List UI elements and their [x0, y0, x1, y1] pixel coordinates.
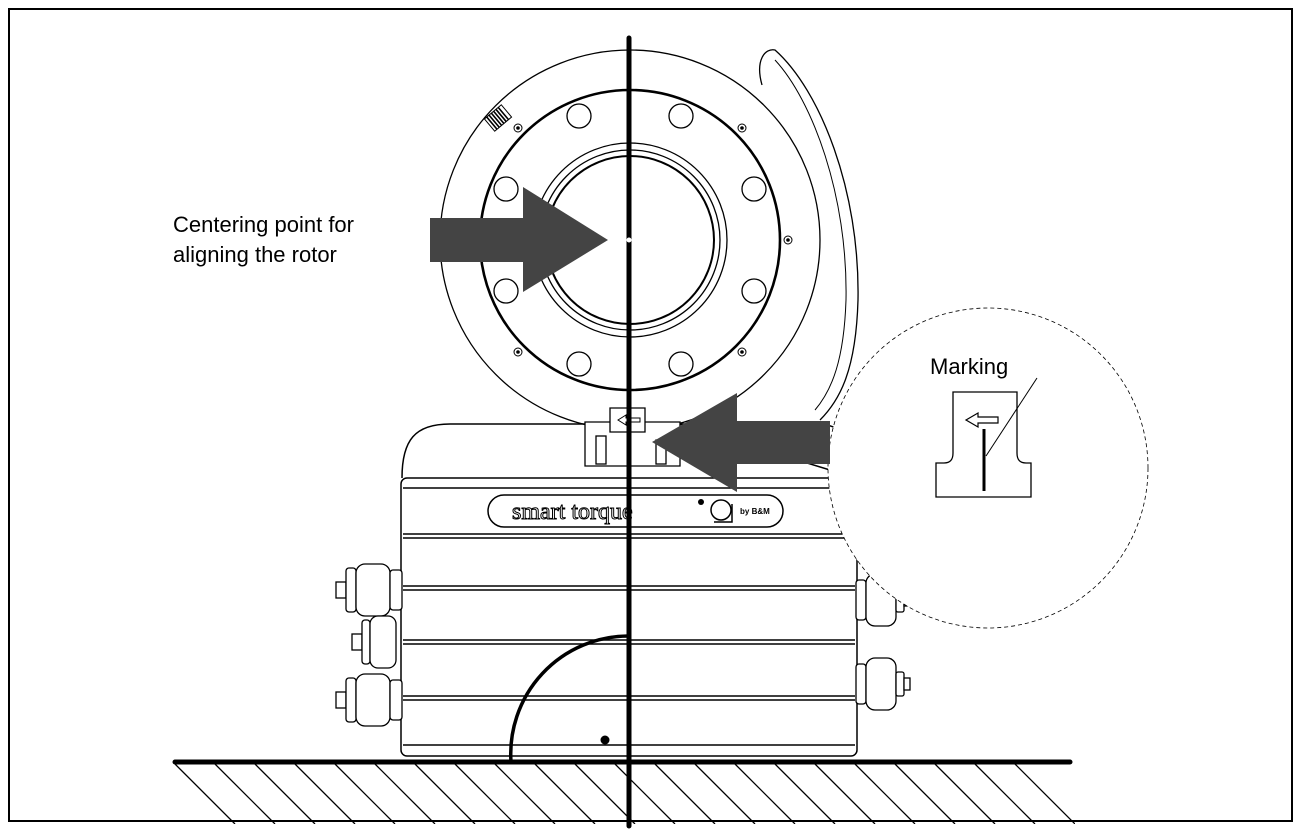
marking-label: Marking	[930, 354, 1009, 379]
rotor-housing-inner	[774, 59, 847, 411]
ground-hatching	[174, 764, 1075, 824]
centering-label-line-2: aligning the rotor	[173, 241, 337, 267]
marking-arrow-icon	[652, 393, 830, 492]
registered-dot	[698, 499, 704, 505]
marking-leader-line	[985, 377, 1038, 457]
brand-suffix: by B&M	[740, 507, 770, 516]
left-arrow-icon	[964, 411, 999, 429]
tilt-arc	[508, 634, 629, 763]
figure-frame	[8, 8, 1293, 822]
rotor-screws	[513, 123, 793, 357]
centering-label-line-1: Centering point for	[173, 212, 354, 237]
right-connectors	[855, 573, 911, 711]
rotor-bracket	[584, 407, 681, 467]
circle-logo-icon	[710, 499, 733, 523]
centering-point-label: Centering point for aligning the rotor	[173, 210, 354, 269]
left-connectors	[335, 563, 403, 727]
axis-center-dot	[626, 237, 632, 243]
arc-center-dot	[600, 735, 610, 745]
brand-name: smart torque	[512, 499, 633, 525]
centering-arrow-icon	[430, 187, 608, 292]
rotor-housing	[759, 49, 859, 421]
rotor-code-label	[483, 104, 513, 132]
flange-bolt-holes	[493, 103, 767, 377]
brand-badge	[487, 494, 784, 528]
